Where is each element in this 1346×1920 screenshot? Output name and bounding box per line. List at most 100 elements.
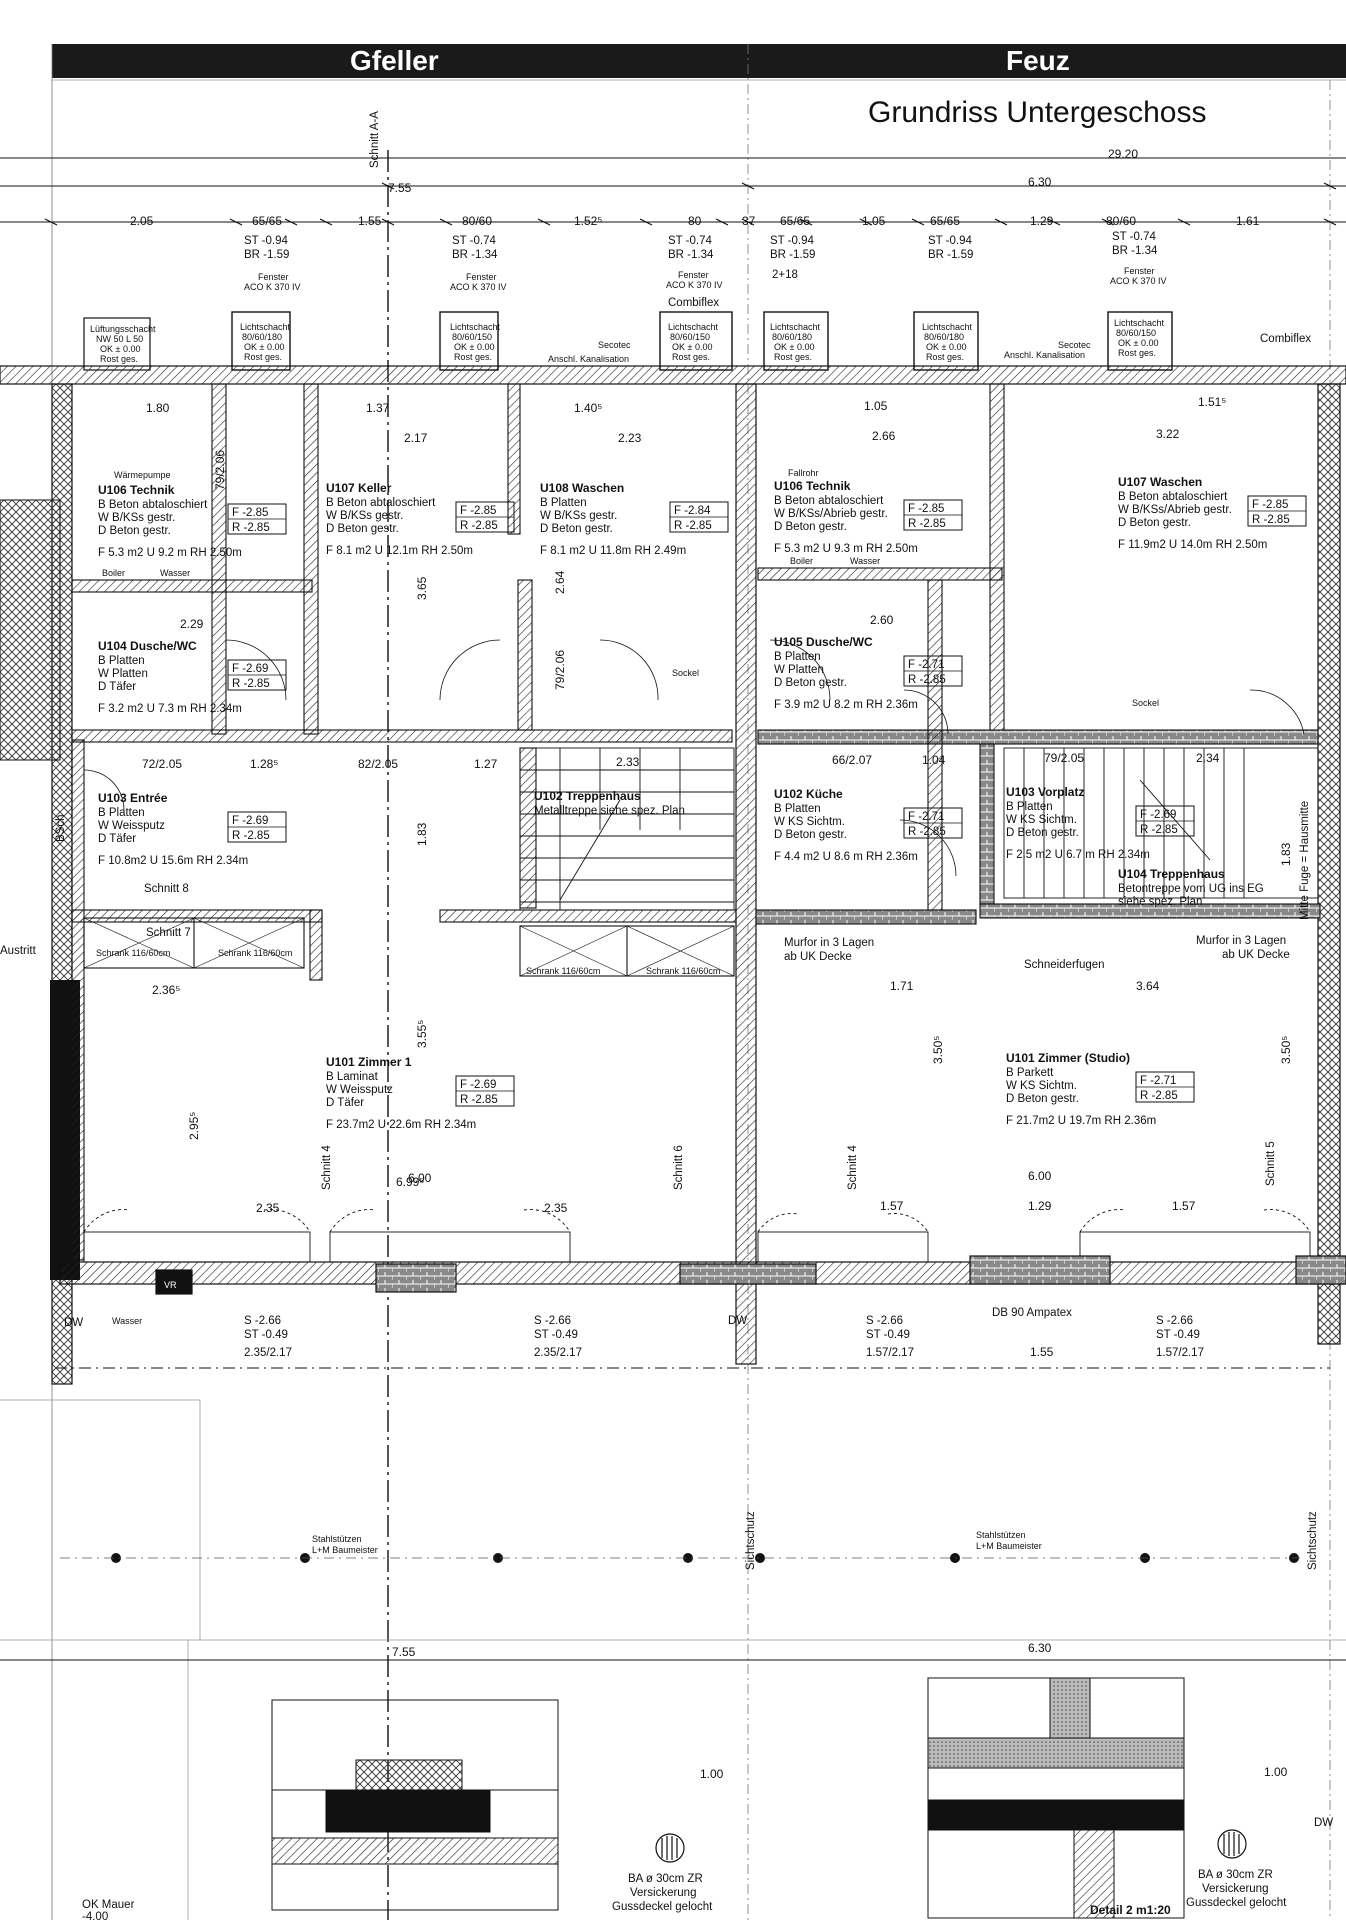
dim: 2.95⁵ <box>187 1112 201 1140</box>
ba-sub: Versickerung <box>1202 1883 1268 1895</box>
ba-sub: Gussdeckel gelocht <box>1186 1897 1287 1909</box>
stair-u102 <box>519 747 735 911</box>
dim: 3.22 <box>1156 427 1180 441</box>
room-l2: W Platten <box>98 668 148 680</box>
owner-left-label: Gfeller <box>350 45 439 76</box>
dim: 1.57 <box>880 1199 904 1213</box>
room-level-r: R -2.85 <box>1252 514 1290 526</box>
interior-walls <box>71 383 1321 1261</box>
dim-chain-item: 65/65 <box>780 214 810 228</box>
dim: 2.35 <box>544 1201 568 1215</box>
window-st: ST -0.74 <box>452 235 496 247</box>
room-area: F 3.2 m2 U 7.3 m RH 2.34m <box>98 703 242 715</box>
dim-chain-item: 1.05 <box>862 214 886 228</box>
dim-chain-item: 1.52⁵ <box>574 214 602 228</box>
window-st: ST -0.94 <box>928 235 972 247</box>
level-st: ST -0.49 <box>534 1329 578 1341</box>
room-l3: D Täfer <box>98 833 136 845</box>
lightwell-l4: Rost ges. <box>1118 348 1156 358</box>
boiler-label: Boiler <box>790 556 813 566</box>
room-level-f: F -2.85 <box>1252 499 1288 511</box>
dim-chain-item: 65/65 <box>252 214 282 228</box>
dw-label: DW <box>64 1317 83 1329</box>
dim-right-unit: 6.30 <box>1028 175 1052 189</box>
window-br: BR -1.59 <box>928 249 973 261</box>
level-dim: 2.35/2.17 <box>244 1347 292 1359</box>
schnitt-4-label: Schnitt 4 <box>321 1145 333 1190</box>
room-name: U107 Waschen <box>1118 475 1202 489</box>
secotec-label: Secotec <box>1058 340 1091 350</box>
schrank-label: Schrank 116/60cm <box>526 966 600 976</box>
dim: 2.34 <box>1196 751 1220 765</box>
window-annotations: ST -0.94 BR -1.59 Fenster ACO K 370 IV S… <box>244 231 1167 292</box>
lightwell-l1: Lichtschacht <box>770 322 821 332</box>
lightwell-note: Lichtschacht 80/60/180 OK ± 0.00 Rost ge… <box>922 322 973 362</box>
dim: 2.35 <box>256 1201 280 1215</box>
room-level-f: F -2.71 <box>908 811 944 823</box>
vr-marker: VR <box>164 1280 177 1290</box>
room-area: F 8.1 m2 U 11.8m RH 2.49m <box>540 545 686 557</box>
stair-u104 <box>1003 747 1319 899</box>
dim-chain-item: 1.29 <box>1030 214 1054 228</box>
dim-bottom-left-unit: 7.55 <box>392 1645 416 1659</box>
austritt-label: Austritt <box>0 945 37 957</box>
sichtschutz-label: Sichtschutz <box>1307 1511 1319 1570</box>
room-area: F 11.9m2 U 14.0m RH 2.50m <box>1118 539 1267 551</box>
stahlstuetzen-sub: L+M Baumeister <box>312 1545 378 1555</box>
level-s: S -2.66 <box>534 1315 571 1327</box>
window-st: ST -0.94 <box>244 235 288 247</box>
section-labels: Schnitt A-A Schnitt 4 Schnitt 4 Schnitt … <box>55 111 1319 1570</box>
manhole-symbols <box>655 1829 1247 1863</box>
stahlstuetzen-label: Stahlstützen <box>312 1534 362 1544</box>
room-l1: B Platten <box>540 497 587 509</box>
dim: 2.60 <box>870 613 894 627</box>
room-name: U106 Technik <box>98 483 175 497</box>
level-st: ST -0.49 <box>1156 1329 1200 1341</box>
room-l2: W B/KSs gestr. <box>326 510 403 522</box>
dim: 66/2.07 <box>832 753 872 767</box>
lightwell-l1: Lichtschacht <box>668 322 719 332</box>
room-area: F 2.5 m2 U 6.7 m RH 2.34m <box>1006 849 1150 861</box>
window-st: ST -0.74 <box>1112 231 1156 243</box>
dim: 79/2.06 <box>553 650 567 690</box>
column-bases <box>155 1255 1346 1295</box>
lightwell-l3: OK ± 0.00 <box>774 342 814 352</box>
room-l1: B Beton abtaloschiert <box>98 499 208 511</box>
room-l2: W B/KSs gestr. <box>540 510 617 522</box>
lightwell-l1: Lichtschacht <box>450 322 501 332</box>
dim: 2.23 <box>618 431 642 445</box>
dimension-ticks-top <box>44 182 1337 226</box>
dim: 6.00 <box>1028 1169 1052 1183</box>
dim: 3.50⁵ <box>931 1036 945 1064</box>
room-level-r: R -2.85 <box>460 1094 498 1106</box>
schnitt-5-label: Schnitt 5 <box>1265 1141 1277 1186</box>
door-swings <box>83 639 1305 877</box>
lightwell-l3: OK ± 0.00 <box>454 342 494 352</box>
window-note: ST -0.74 BR -1.34 Fenster ACO K 370 IV <box>450 235 507 292</box>
wasser-label: Wasser <box>850 556 880 566</box>
room-area: F 5.3 m2 U 9.2 m RH 2.50m <box>98 547 242 559</box>
dw-label: DW <box>1314 1817 1333 1829</box>
room-l1: B Parkett <box>1006 1067 1054 1079</box>
dim: 1.05 <box>864 399 888 413</box>
secotec-anschluss: Anschl. Kanalisation <box>1004 350 1085 360</box>
dim: 1.55 <box>1030 1345 1054 1359</box>
dim: 1.00 <box>1264 1765 1288 1779</box>
window-type: Fenster <box>678 270 709 280</box>
lightwell-l4: Rost ges. <box>454 352 492 362</box>
lightwell-l4: Rost ges. <box>774 352 812 362</box>
window-st: ST -0.74 <box>668 235 712 247</box>
room-l3: D Beton gestr. <box>774 521 847 533</box>
room-level-f: F -2.84 <box>674 505 711 517</box>
dim-chain-item: 80/60 <box>1106 214 1136 228</box>
room-l3: D Beton gestr. <box>1006 1093 1079 1105</box>
dim: 72/2.05 <box>142 757 182 771</box>
room-level-r: R -2.85 <box>232 830 270 842</box>
room-l3: D Täfer <box>98 681 136 693</box>
room-area: F 8.1 m2 U 12.1m RH 2.50m <box>326 545 473 557</box>
lightwell-l2: 80/60/150 <box>670 332 710 342</box>
